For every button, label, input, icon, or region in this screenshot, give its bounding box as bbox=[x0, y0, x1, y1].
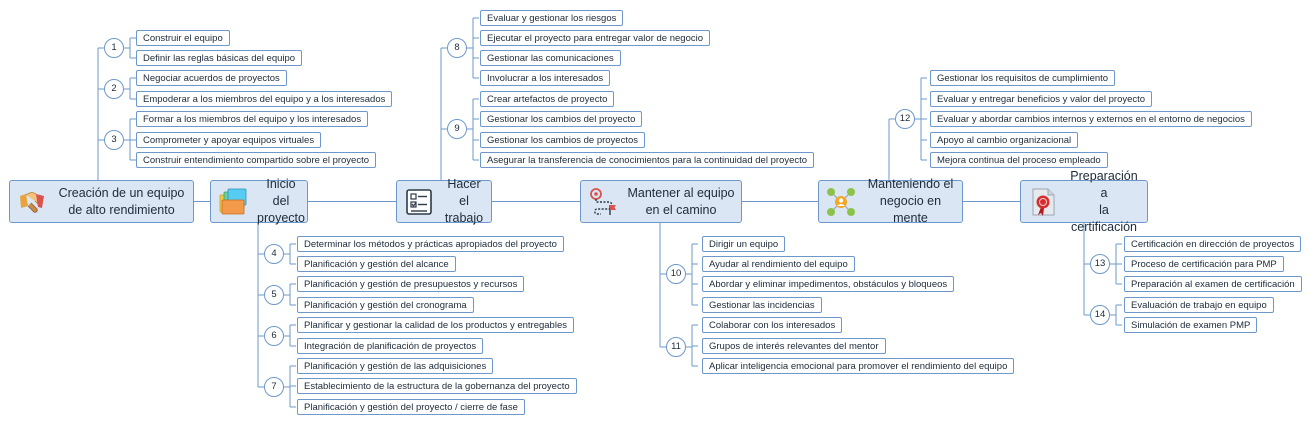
node-team[interactable]: Creación de un equipo de alto rendimiento bbox=[9, 180, 194, 223]
topic-item[interactable]: Aplicar inteligencia emocional para prom… bbox=[702, 358, 1015, 374]
group-number[interactable]: 3 bbox=[104, 130, 124, 150]
topic-item[interactable]: Proceso de certificación para PMP bbox=[1124, 256, 1284, 272]
group-number[interactable]: 12 bbox=[895, 109, 915, 129]
topic-item[interactable]: Empoderar a los miembros del equipo y a … bbox=[136, 91, 393, 107]
topic-item[interactable]: Ejecutar el proyecto para entregar valor… bbox=[480, 30, 710, 46]
group-number[interactable]: 1 bbox=[104, 38, 124, 58]
topic-item[interactable]: Preparación al examen de certificación bbox=[1124, 276, 1302, 292]
topic-item[interactable]: Gestionar las comunicaciones bbox=[480, 50, 621, 66]
group-number[interactable]: 4 bbox=[264, 244, 284, 264]
node-track-line2: en el camino bbox=[645, 202, 717, 217]
topic-item[interactable]: Gestionar los cambios del proyecto bbox=[480, 111, 643, 127]
node-team-line2: de alto rendimiento bbox=[68, 202, 175, 217]
topic-item[interactable]: Ayudar al rendimiento del equipo bbox=[702, 256, 855, 272]
topic-item[interactable]: Evaluar y entregar beneficios y valor de… bbox=[930, 91, 1153, 107]
topic-item[interactable]: Planificación y gestión de las adquisici… bbox=[297, 358, 494, 374]
node-work-line2: trabajo bbox=[444, 211, 484, 225]
group-number[interactable]: 13 bbox=[1090, 254, 1110, 274]
group-number[interactable]: 9 bbox=[447, 119, 467, 139]
topic-item[interactable]: Apoyo al cambio organizacional bbox=[930, 132, 1079, 148]
handshake-icon bbox=[20, 191, 44, 213]
topic-item[interactable]: Colaborar con los interesados bbox=[702, 317, 843, 333]
group-number[interactable]: 7 bbox=[264, 377, 284, 397]
group-number[interactable]: 11 bbox=[666, 337, 686, 357]
node-business[interactable]: Manteniendo el negocio en mente bbox=[818, 177, 963, 225]
node-work-line1: Hacer el bbox=[447, 177, 481, 208]
topic-item[interactable]: Evaluar y gestionar los riesgos bbox=[480, 10, 624, 26]
checklist-icon bbox=[406, 188, 432, 215]
node-business-line1: Manteniendo el bbox=[867, 177, 954, 191]
node-start[interactable]: Inicio del proyecto bbox=[210, 177, 308, 225]
topic-item[interactable]: Integración de planificación de proyecto… bbox=[297, 338, 484, 354]
topic-item[interactable]: Planificación y gestión del cronograma bbox=[297, 297, 474, 313]
node-work[interactable]: Hacer el trabajo bbox=[396, 177, 492, 225]
topic-item[interactable]: Mejora continua del proceso empleado bbox=[930, 152, 1108, 168]
node-track-line1: Mantener al equipo bbox=[627, 185, 735, 200]
topic-item[interactable]: Evaluar y abordar cambios internos y ext… bbox=[930, 111, 1252, 127]
node-cert-line2: la certificación bbox=[1071, 202, 1137, 234]
topic-item[interactable]: Establecimiento de la estructura de la g… bbox=[297, 378, 577, 394]
topic-item[interactable]: Definir las reglas básicas del equipo bbox=[136, 50, 303, 66]
group-number[interactable]: 8 bbox=[447, 38, 467, 58]
topic-item[interactable]: Simulación de examen PMP bbox=[1124, 317, 1258, 333]
node-team-line1: Creación de un equipo bbox=[58, 185, 185, 200]
topic-item[interactable]: Construir entendimiento compartido sobre… bbox=[136, 152, 377, 168]
node-track[interactable]: Mantener al equipo en el camino bbox=[580, 180, 742, 223]
topic-item[interactable]: Planificación y gestión de presupuestos … bbox=[297, 276, 525, 292]
network-icon bbox=[827, 187, 855, 216]
topic-item[interactable]: Gestionar los cambios de proyectos bbox=[480, 132, 646, 148]
group-number[interactable]: 10 bbox=[666, 264, 686, 284]
node-start-line2: proyecto bbox=[257, 211, 305, 225]
group-number[interactable]: 14 bbox=[1090, 305, 1110, 325]
route-icon bbox=[590, 187, 616, 215]
topic-item[interactable]: Negociar acuerdos de proyectos bbox=[136, 70, 287, 86]
certificate-icon bbox=[1032, 188, 1055, 216]
group-number[interactable]: 6 bbox=[264, 326, 284, 346]
topic-item[interactable]: Comprometer y apoyar equipos virtuales bbox=[136, 132, 322, 148]
topic-item[interactable]: Asegurar la transferencia de conocimient… bbox=[480, 152, 815, 168]
topic-item[interactable]: Determinar los métodos y prácticas aprop… bbox=[297, 236, 564, 252]
node-cert-line1: Preparación a bbox=[1070, 168, 1138, 200]
topic-item[interactable]: Gestionar las incidencias bbox=[702, 297, 822, 313]
group-number[interactable]: 2 bbox=[104, 79, 124, 99]
node-start-line1: Inicio del bbox=[266, 177, 296, 208]
node-business-line2: negocio en mente bbox=[879, 194, 942, 225]
topic-item[interactable]: Construir el equipo bbox=[136, 30, 230, 46]
topic-item[interactable]: Certificación en dirección de proyectos bbox=[1124, 236, 1302, 252]
topic-item[interactable]: Evaluación de trabajo en equipo bbox=[1124, 297, 1274, 313]
topic-item[interactable]: Dirigir un equipo bbox=[702, 236, 786, 252]
topic-item[interactable]: Abordar y eliminar impedimentos, obstácu… bbox=[702, 276, 955, 292]
topic-item[interactable]: Grupos de interés relevantes del mentor bbox=[702, 338, 886, 354]
topic-item[interactable]: Planificación y gestión del alcance bbox=[297, 256, 456, 272]
topic-item[interactable]: Involucrar a los interesados bbox=[480, 70, 611, 86]
topic-item[interactable]: Crear artefactos de proyecto bbox=[480, 91, 615, 107]
group-number[interactable]: 5 bbox=[264, 285, 284, 305]
topic-item[interactable]: Planificación y gestión del proyecto / c… bbox=[297, 399, 525, 415]
topic-item[interactable]: Gestionar los requisitos de cumplimiento bbox=[930, 70, 1116, 86]
topic-item[interactable]: Planificar y gestionar la calidad de los… bbox=[297, 317, 574, 333]
folders-icon bbox=[219, 188, 247, 214]
topic-item[interactable]: Formar a los miembros del equipo y los i… bbox=[136, 111, 369, 127]
